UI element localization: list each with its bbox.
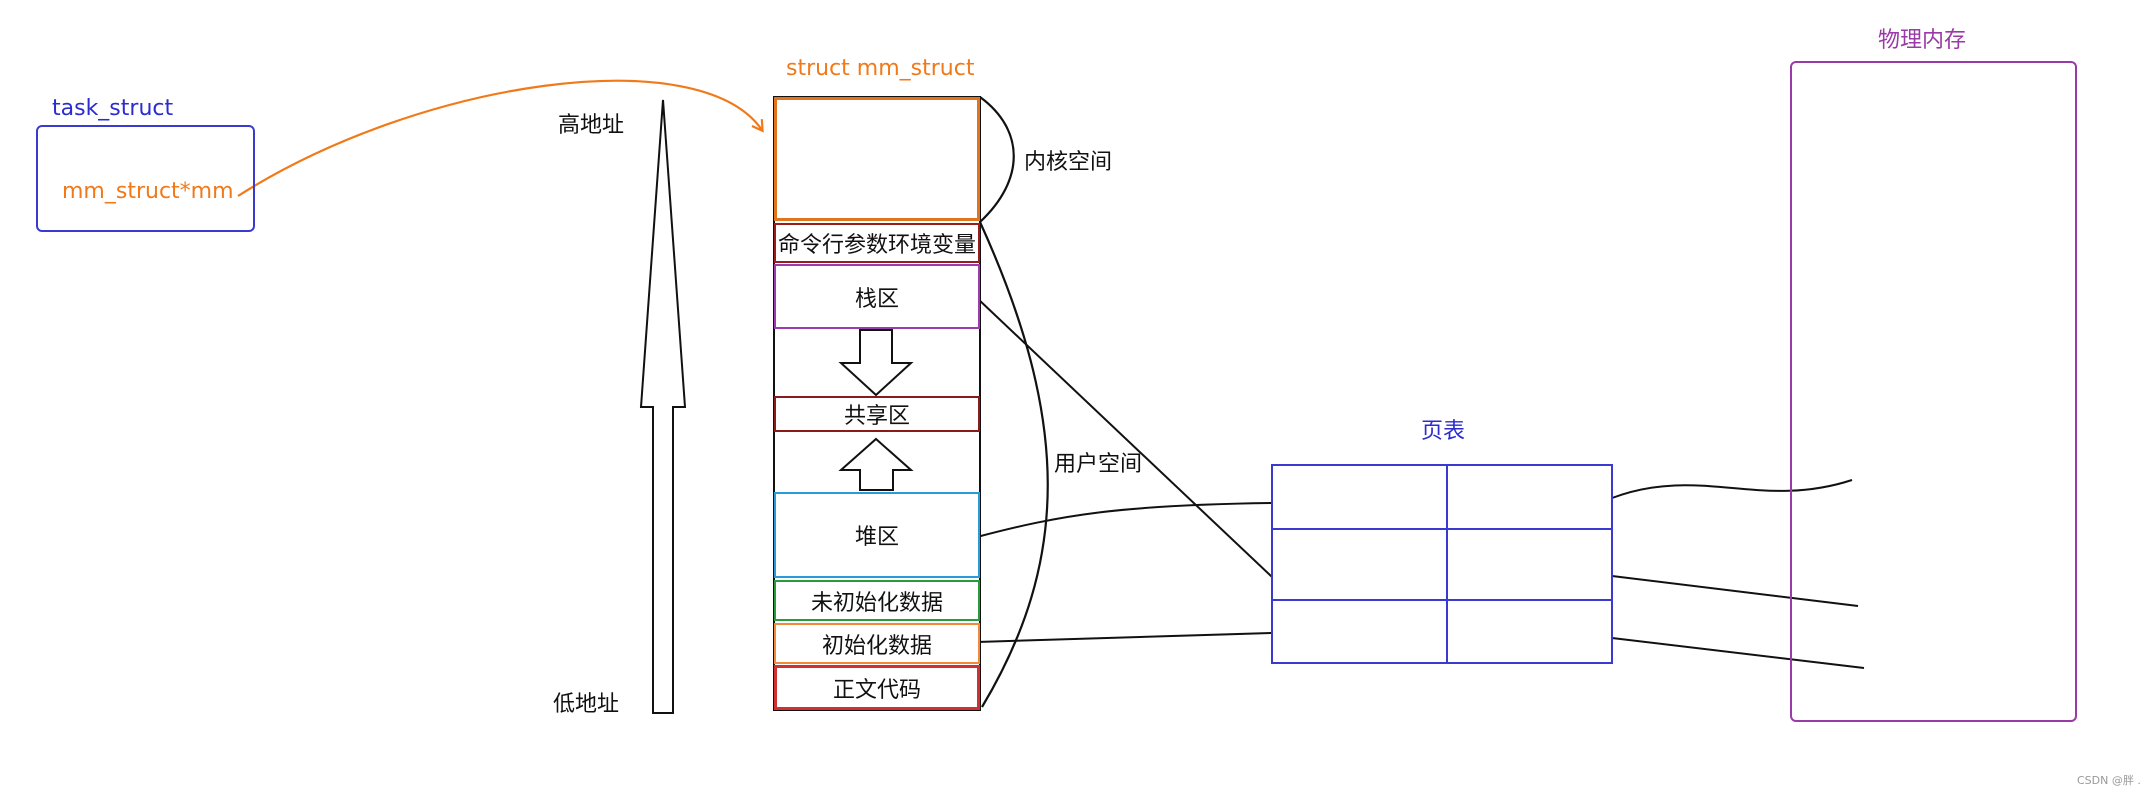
heap-grows-up-arrow: [838, 437, 914, 491]
mm-pointer-arrow: [237, 79, 764, 197]
data-to-pagetable-line: [976, 632, 1273, 643]
kernel-space-label: 内核空间: [1024, 150, 1113, 175]
mm-struct-title: struct mm_struct: [786, 56, 975, 81]
heap-to-pagetable-curve: [976, 502, 1273, 538]
watermark: CSDN @胖 .: [2077, 774, 2141, 787]
low-address-label: 低地址: [553, 692, 620, 717]
user-space-brace: [978, 221, 1049, 708]
user-space-label: 用户空间: [1054, 452, 1143, 477]
page-table: [1271, 464, 1613, 664]
page-table-column-divider: [1446, 466, 1448, 662]
address-direction-arrow: [639, 99, 687, 714]
page-table-row-divider-2: [1273, 599, 1611, 601]
data-segment: 初始化数据: [774, 623, 980, 664]
page-table-row-divider-1: [1273, 528, 1611, 530]
pagetable-to-physmem-curve: [1611, 479, 1853, 499]
shared-segment: 共享区: [774, 396, 980, 432]
kernel-space-brace: [979, 96, 1015, 223]
mm-struct-pointer-field: mm_struct*mm: [62, 179, 234, 204]
pagetable-to-physmem-line-3: [1611, 637, 1865, 669]
kernel-segment: [774, 97, 980, 221]
task-struct-title: task_struct: [52, 96, 174, 121]
text-segment: 正文代码: [774, 665, 980, 710]
stack-segment: 栈区: [774, 264, 980, 329]
pagetable-to-physmem-line-2: [1611, 575, 1859, 607]
args-env-segment: 命令行参数环境变量: [774, 223, 980, 263]
bss-segment: 未初始化数据: [774, 580, 980, 621]
page-table-title: 页表: [1421, 419, 1466, 444]
stack-to-pagetable-line: [976, 297, 1273, 578]
high-address-label: 高地址: [558, 113, 625, 138]
physical-memory-title: 物理内存: [1878, 28, 1967, 53]
physical-memory-box: [1790, 61, 2077, 722]
task-struct-box: mm_struct*mm: [36, 125, 255, 232]
heap-segment: 堆区: [774, 492, 980, 578]
stack-grows-down-arrow: [838, 329, 914, 397]
